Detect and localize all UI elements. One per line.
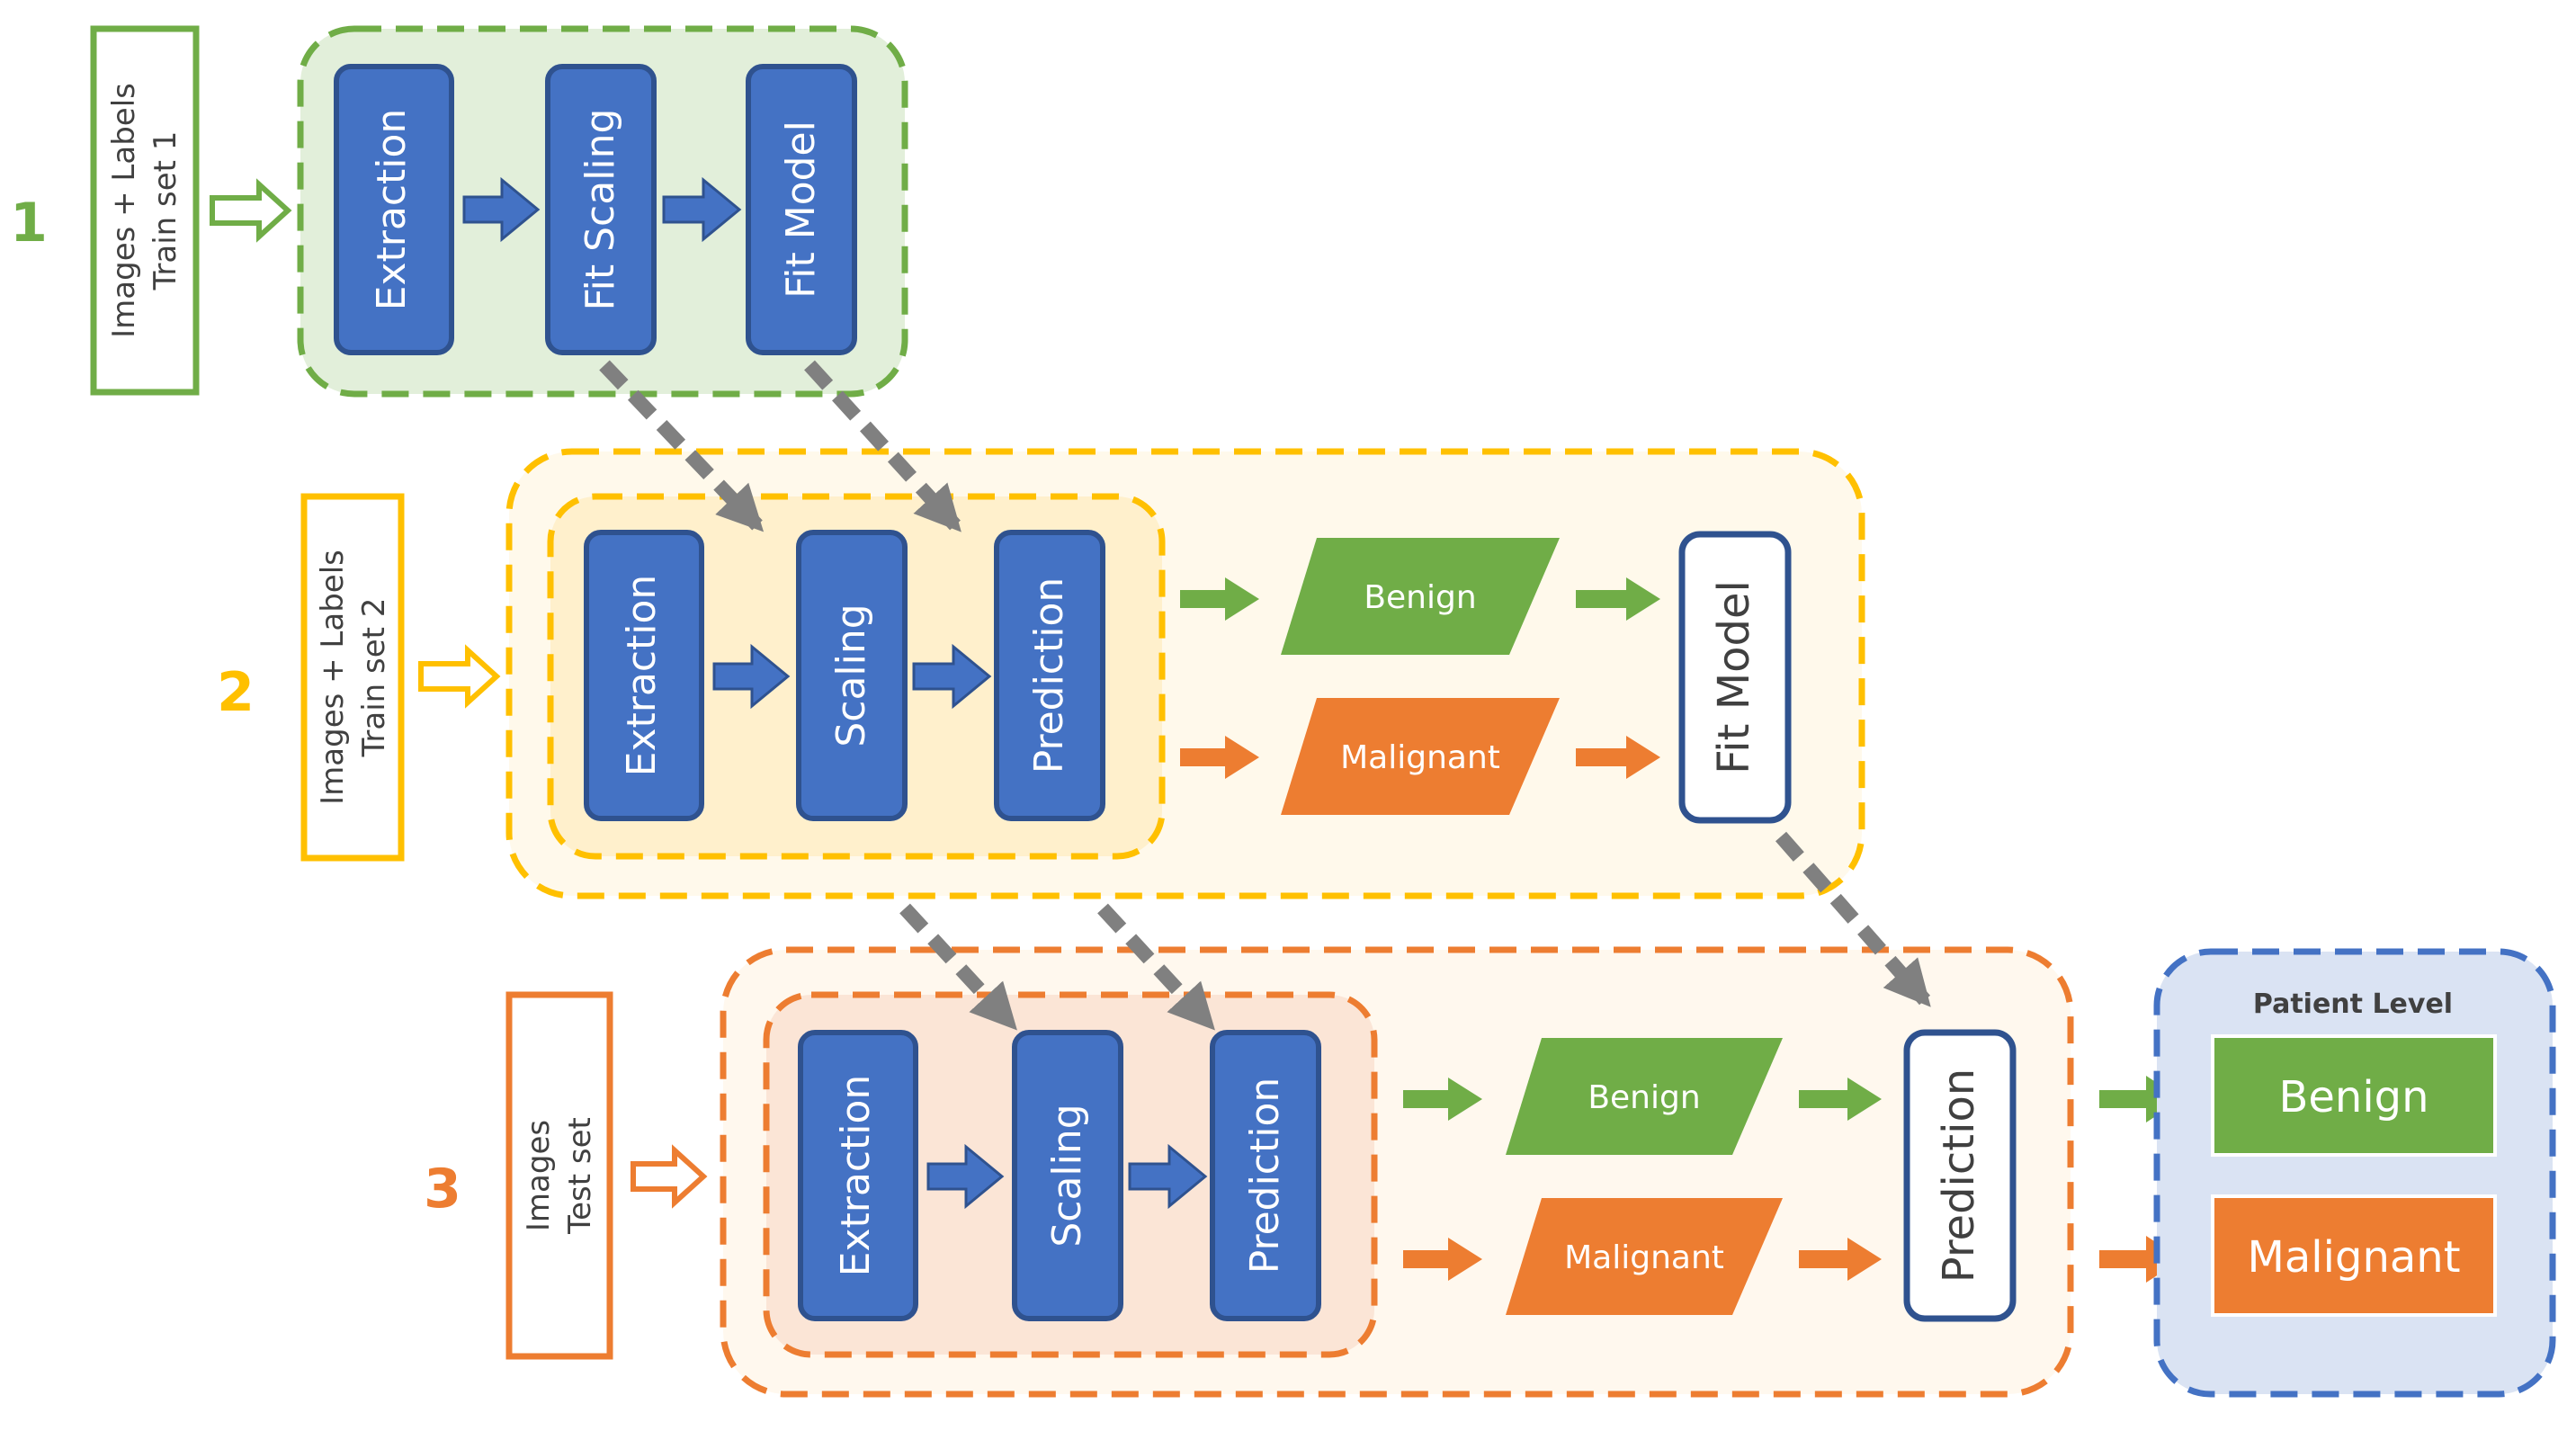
- patient-malignant-label: Malignant: [2247, 1232, 2460, 1283]
- stage-3-arrow-benign-to-prediction: [1799, 1078, 1882, 1121]
- stage-3-step-extraction-label: Extraction: [833, 1075, 879, 1277]
- stage-3: 3 Images Test set Extraction Scaling Pre…: [424, 946, 2074, 1398]
- stage-3-malignant-output: Malignant: [1506, 1198, 1783, 1315]
- patient-level: Patient Level Benign Malignant: [2099, 948, 2556, 1398]
- stage-3-final-prediction: Prediction: [1903, 1029, 2017, 1322]
- stage-2-step-scaling: Scaling: [796, 530, 908, 821]
- stage-3-number: 3: [424, 1158, 461, 1221]
- stage-2-step-scaling-label: Scaling: [828, 604, 874, 747]
- connector-stage2-prediction-to-stage3-prediction: [1097, 903, 1215, 1031]
- stage-2-step-prediction: Prediction: [994, 530, 1105, 821]
- patient-level-title: Patient Level: [2253, 988, 2453, 1020]
- connector-fit-model-to-prediction: [804, 360, 962, 532]
- stage-3-step-prediction-label: Prediction: [1242, 1078, 1288, 1274]
- stage-2-arrow-to-malignant: [1180, 736, 1259, 779]
- stage-3-step-scaling: Scaling: [1012, 1030, 1123, 1321]
- stage-1-step-fit-scaling: Fit Scaling: [545, 64, 657, 355]
- stage-3-input-line1: Images: [521, 1120, 557, 1231]
- stage-2-final-label: Fit Model: [1709, 580, 1759, 774]
- stage-3-step-extraction: Extraction: [798, 1030, 918, 1321]
- stage-2-benign-label: Benign: [1364, 579, 1476, 616]
- stage-1-input-arrow: [210, 178, 292, 243]
- connectors: [599, 360, 1931, 1031]
- stage-2-step-extraction-label: Extraction: [619, 575, 665, 777]
- stage-1-step-extraction: Extraction: [334, 64, 454, 355]
- stage-2-arrow-benign-to-model: [1576, 577, 1660, 621]
- stage-1-arrow-1: [462, 176, 541, 243]
- patient-benign: Benign: [2211, 1034, 2497, 1157]
- stage-1-input-box: Images + Labels Train set 1: [90, 25, 200, 396]
- connector-fit-scaling-to-scaling: [599, 360, 765, 532]
- stage-3-arrow-to-benign: [1403, 1078, 1482, 1121]
- stage-3-malignant-shape: [1506, 1198, 1783, 1315]
- patient-benign-label: Benign: [2278, 1072, 2428, 1122]
- stage-3-input-arrow: [631, 1144, 708, 1209]
- stage-1-input-line1: Images + Labels: [106, 83, 142, 338]
- stage-3-final-label: Prediction: [1934, 1069, 1984, 1283]
- stage-2-arrow-to-benign: [1180, 577, 1259, 621]
- stage-3-benign-shape: [1506, 1038, 1783, 1155]
- stage-3-input-line2: Test set: [562, 1117, 598, 1235]
- stage-3-arrow-malignant-to-prediction: [1799, 1238, 1882, 1281]
- patient-malignant: Malignant: [2211, 1194, 2497, 1317]
- connector-stage2-scaling-to-stage3-scaling: [899, 903, 1017, 1031]
- stage-2-malignant-output: Malignant: [1281, 698, 1560, 815]
- stage-2-input-line2: Train set 2: [356, 598, 392, 758]
- stage-2-input-arrow: [418, 644, 501, 709]
- stage-1-number: 1: [10, 192, 48, 255]
- connector-fit-model-to-final-prediction: [1775, 831, 1931, 1007]
- stage-2-arrow-malignant-to-model: [1576, 736, 1660, 779]
- stage-1-arrow-2: [662, 176, 742, 243]
- stage-2-input-line1: Images + Labels: [315, 550, 351, 805]
- stage-3-malignant-label: Malignant: [1564, 1239, 1724, 1276]
- stage-3-step-prediction: Prediction: [1210, 1030, 1321, 1321]
- stage-1-step-fit-scaling-label: Fit Scaling: [577, 109, 623, 311]
- stage-2-final-fit-model: Fit Model: [1678, 531, 1792, 824]
- stage-1-step-fit-model: Fit Model: [746, 64, 857, 355]
- stage-2-number: 2: [217, 661, 255, 724]
- stage-3-benign-output: Benign: [1506, 1038, 1783, 1155]
- stage-3-step-scaling-label: Scaling: [1044, 1104, 1090, 1247]
- stage-2-input-box: Images + Labels Train set 2: [300, 493, 405, 862]
- stage-3-benign-label: Benign: [1588, 1079, 1700, 1116]
- stage-2-arrow-1: [712, 643, 791, 710]
- stage-3-arrow-to-malignant: [1403, 1238, 1482, 1281]
- stage-2-malignant-label: Malignant: [1340, 739, 1500, 776]
- stage-2-step-extraction: Extraction: [584, 530, 704, 821]
- stage-3-input-box: Images Test set: [505, 991, 613, 1360]
- stage-2-step-prediction-label: Prediction: [1026, 577, 1072, 774]
- stage-3-arrow-2: [1128, 1143, 1208, 1210]
- stage-1: 1 Images + Labels Train set 1 Extraction…: [10, 25, 908, 398]
- stage-2: 2 Images + Labels Train set 2 Extraction…: [217, 448, 1865, 899]
- stage-1-step-extraction-label: Extraction: [369, 109, 415, 311]
- stage-2-arrow-2: [912, 643, 992, 710]
- stage-3-arrow-1: [926, 1143, 1005, 1210]
- stage-1-step-fit-model-label: Fit Model: [778, 121, 824, 299]
- stage-1-input-line2: Train set 1: [148, 131, 183, 291]
- stage-2-benign-output: Benign: [1281, 538, 1560, 655]
